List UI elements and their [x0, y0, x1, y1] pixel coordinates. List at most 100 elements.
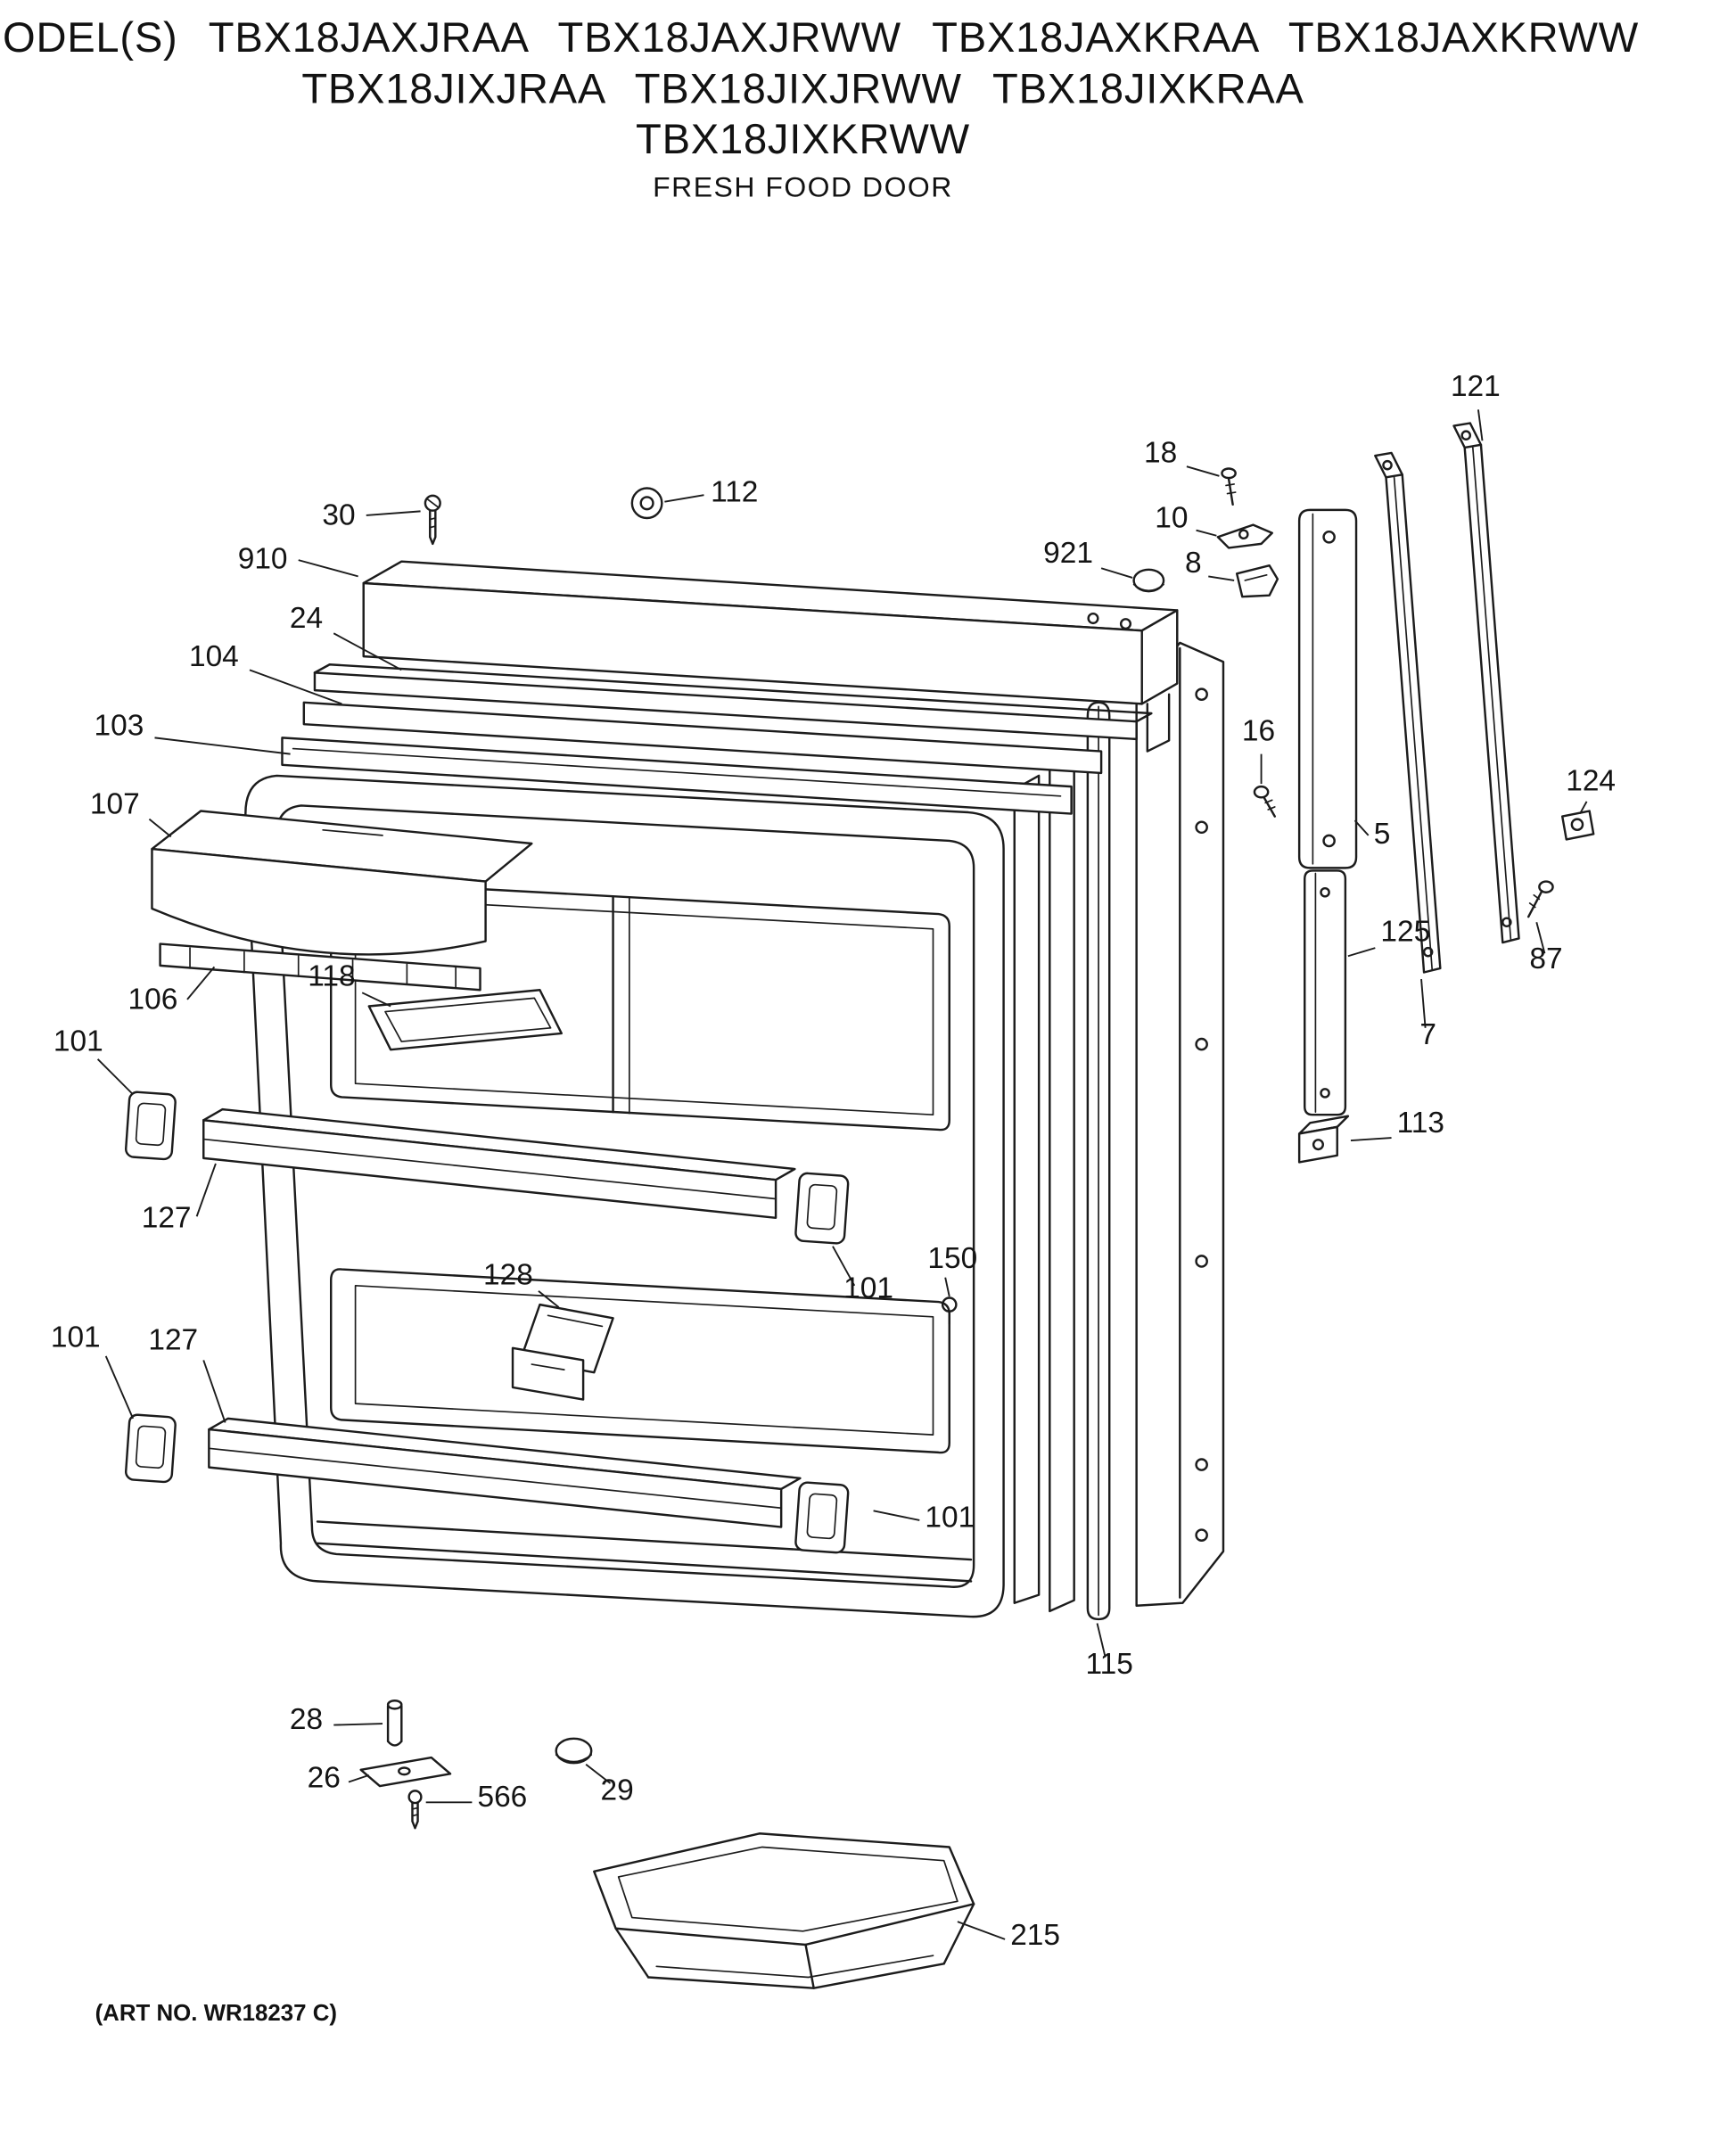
part-label-101: 101 — [843, 1272, 893, 1305]
part-label-7: 7 — [1419, 1018, 1436, 1051]
part-inner-layer-panels — [1013, 755, 1075, 1613]
part-label-215: 215 — [1010, 1919, 1060, 1952]
part-shelf-rail-127-upper — [202, 1107, 796, 1219]
part-label-101: 101 — [53, 1025, 103, 1058]
leader-line-215 — [957, 1921, 1006, 1940]
part-shelf-rail-127-lower — [208, 1417, 802, 1528]
part-label-921: 921 — [1043, 537, 1093, 570]
leader-line-112 — [664, 494, 704, 503]
part-label-87: 87 — [1529, 942, 1562, 975]
part-label-124: 124 — [1566, 765, 1616, 798]
part-label-29: 29 — [601, 1774, 634, 1807]
leader-line-115 — [1096, 1623, 1107, 1658]
part-retainer-24 — [313, 663, 1153, 741]
part-label-150: 150 — [927, 1242, 977, 1275]
leader-line-118 — [361, 992, 391, 1008]
part-label-566: 566 — [477, 1781, 527, 1814]
door-bottom-trim — [316, 1520, 973, 1583]
leader-line-113 — [1350, 1137, 1392, 1142]
part-foot-29 — [555, 1737, 593, 1765]
part-clip-113 — [1297, 1115, 1350, 1164]
part-retainer-104 — [302, 701, 1103, 775]
leader-line-5 — [1353, 819, 1370, 836]
part-label-18: 18 — [1144, 437, 1177, 470]
leader-line-10 — [1196, 529, 1217, 537]
leader-line-103 — [154, 737, 291, 755]
diagram-subtitle: FRESH FOOD DOOR — [653, 171, 953, 203]
part-screw-87 — [1526, 880, 1554, 918]
leader-line-127 — [195, 1163, 217, 1217]
part-label-121: 121 — [1451, 370, 1501, 403]
part-label-118: 118 — [308, 960, 355, 993]
part-label-101: 101 — [925, 1502, 975, 1535]
leader-line-30 — [366, 510, 421, 516]
part-top-trim-910 — [362, 560, 1179, 753]
part-label-127: 127 — [148, 1323, 198, 1356]
leader-line-101 — [96, 1058, 134, 1096]
part-screw-18 — [1221, 467, 1237, 506]
leader-line-127 — [202, 1360, 226, 1423]
part-handle-5 — [1297, 508, 1358, 869]
part-end-cap-101-mid-right — [794, 1172, 850, 1245]
leader-line-7 — [1420, 979, 1427, 1028]
model-line-1: MODEL(S) TBX18JAXJRAA TBX18JAXJRWW TBX18… — [0, 13, 1639, 61]
part-label-10: 10 — [1155, 502, 1188, 535]
leader-line-101 — [873, 1510, 920, 1521]
part-bracket-10 — [1216, 523, 1273, 549]
leader-line-104 — [249, 669, 342, 705]
model-line-2: TBX18JIXJRAA TBX18JIXJRWW TBX18JIXKRAA — [301, 65, 1304, 112]
part-label-28: 28 — [290, 1703, 323, 1736]
part-label-5: 5 — [1374, 818, 1391, 851]
part-screw-566 — [407, 1790, 423, 1830]
leader-line-128 — [538, 1290, 560, 1308]
model-line-3: TBX18JIXKRWW — [636, 115, 970, 162]
part-label-127: 127 — [142, 1201, 192, 1234]
leader-line-150 — [944, 1277, 950, 1297]
part-plug-150 — [941, 1296, 958, 1325]
leader-line-28 — [333, 1723, 383, 1726]
leader-line-910 — [298, 559, 358, 578]
part-tray-118 — [367, 989, 563, 1051]
part-end-cap-101-bottom-right — [794, 1481, 850, 1554]
leader-line-124 — [1579, 801, 1588, 815]
part-label-26: 26 — [308, 1762, 341, 1795]
part-label-101: 101 — [51, 1321, 101, 1354]
part-label-16: 16 — [1242, 714, 1275, 747]
leader-line-106 — [186, 966, 216, 1000]
part-flap-128 — [511, 1303, 614, 1401]
part-screw-30 — [424, 494, 441, 546]
door-lower-recess — [330, 1268, 950, 1454]
part-label-125: 125 — [1380, 916, 1430, 949]
part-trim-106 — [159, 942, 481, 992]
part-bracket-125 — [1304, 869, 1347, 1116]
part-label-24: 24 — [290, 602, 323, 635]
leader-line-107 — [148, 818, 172, 838]
part-dairy-door-107 — [151, 810, 533, 956]
part-trim-strip-121-front — [1374, 451, 1442, 974]
part-screw-16 — [1253, 785, 1276, 818]
part-nut-124 — [1560, 810, 1595, 841]
leader-line-24 — [333, 632, 402, 671]
part-label-107: 107 — [90, 788, 140, 821]
part-bracket-8 — [1235, 564, 1279, 598]
part-label-103: 103 — [95, 709, 144, 742]
part-cap-921 — [1132, 568, 1165, 593]
part-bin-215 — [593, 1832, 975, 1989]
part-trim-strip-121-rear — [1452, 422, 1520, 944]
part-retainer-103 — [281, 737, 1073, 815]
leader-line-8 — [1208, 575, 1235, 581]
part-label-112: 112 — [711, 476, 758, 509]
part-pin-28 — [386, 1700, 403, 1747]
leader-line-101 — [832, 1246, 856, 1287]
part-grommet-112 — [630, 487, 663, 520]
leader-line-121 — [1477, 409, 1484, 441]
leader-line-26 — [348, 1774, 370, 1783]
part-label-910: 910 — [238, 542, 288, 575]
leader-line-18 — [1186, 465, 1220, 477]
part-label-106: 106 — [128, 984, 178, 1017]
leader-line-29 — [585, 1763, 612, 1784]
part-label-128: 128 — [483, 1258, 533, 1291]
